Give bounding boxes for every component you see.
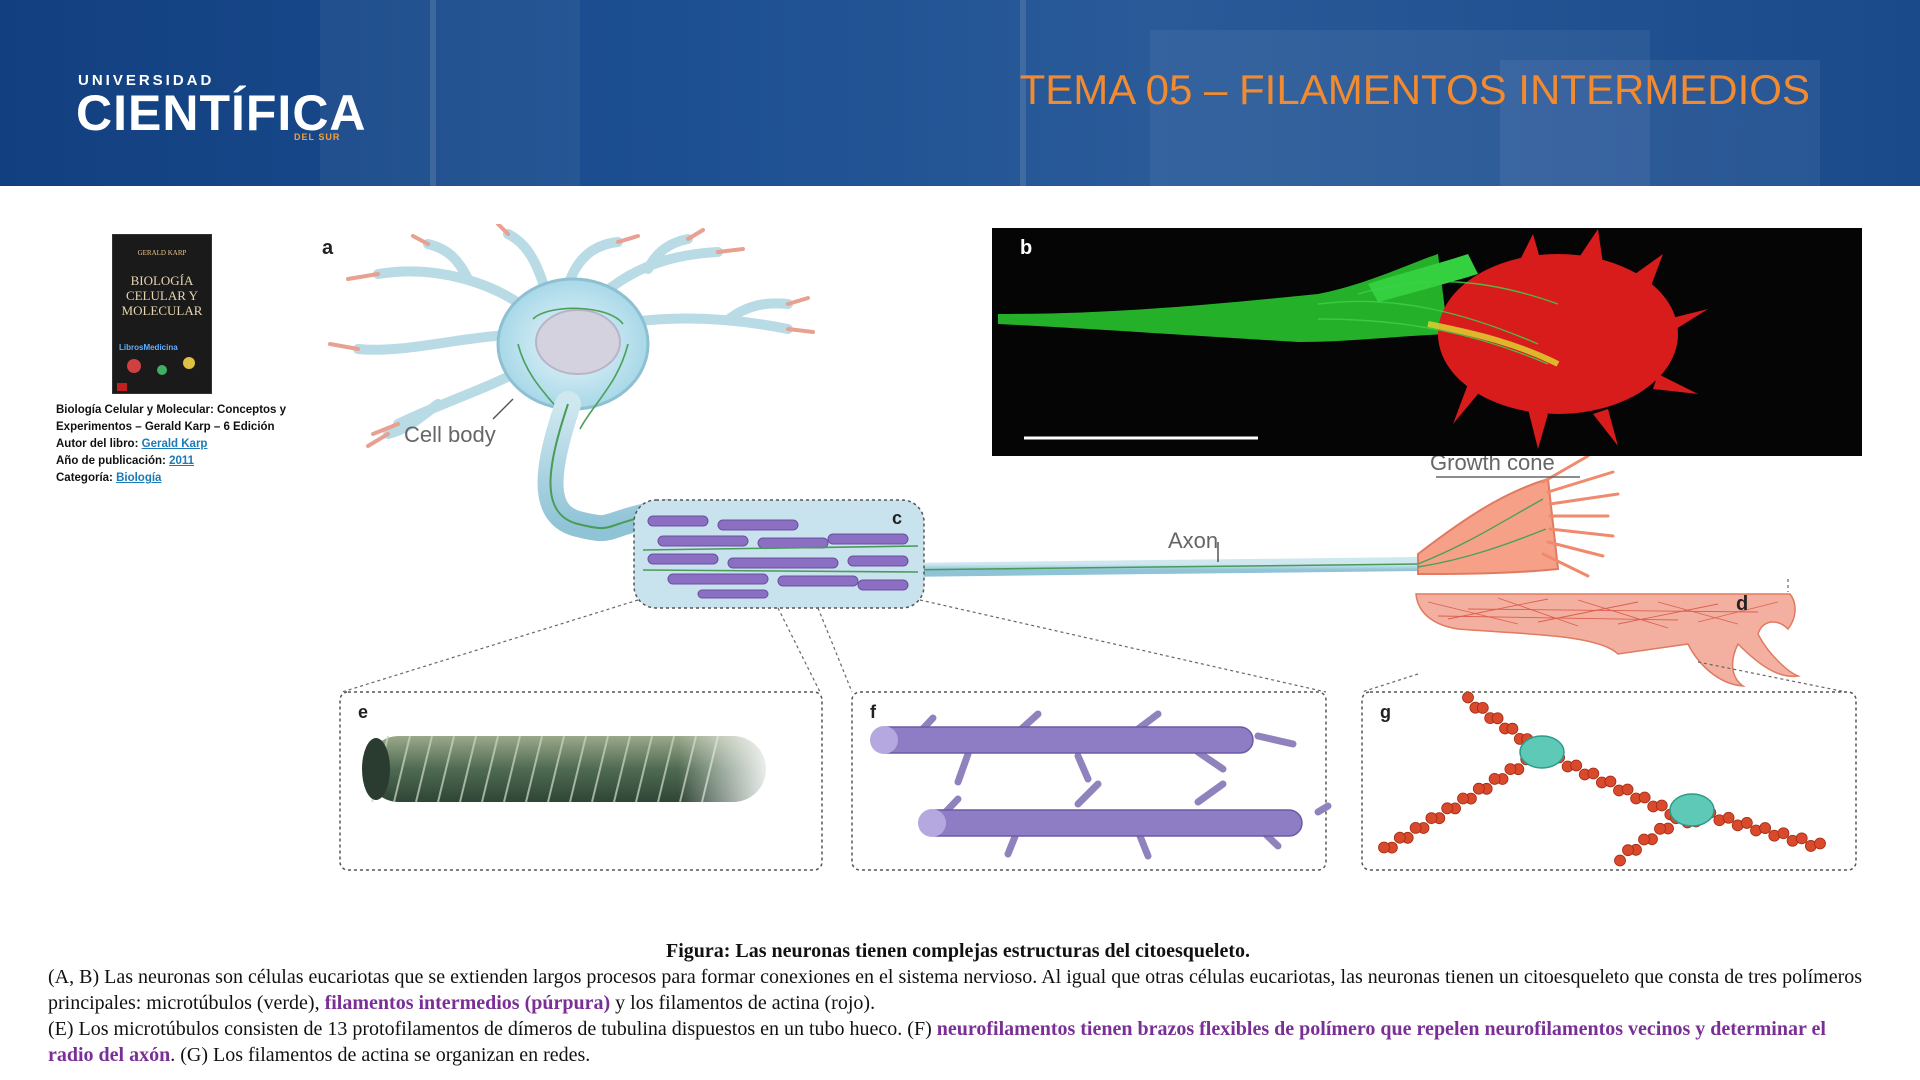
actin-bead: [1777, 827, 1790, 840]
book-cover-title: BIOLOGÍA CELULAR Y MOLECULAR: [121, 273, 203, 318]
panel-f-neurofilaments: f: [851, 691, 1332, 871]
label-axon: Axon: [1168, 528, 1218, 553]
panel-g-actin-filaments: g: [1361, 691, 1857, 871]
book-year-link[interactable]: 2011: [169, 455, 195, 467]
panel-b-fluorescence-image: b: [992, 228, 1862, 456]
panel-c-axon-section: c: [633, 499, 925, 609]
panel-label-f: f: [870, 702, 877, 722]
panel-d-actin-network: d: [1415, 593, 1801, 687]
panel-label-g: g: [1380, 702, 1391, 722]
header-background-building: [320, 0, 580, 186]
actin-bead: [1759, 822, 1772, 834]
caption-highlight: neurofilamentos tienen brazos flexibles …: [48, 1018, 1826, 1066]
header-background-pole: [430, 0, 436, 186]
caption-text: y los filamentos de actina (rojo).: [610, 992, 876, 1014]
actin-bead: [1795, 832, 1808, 845]
actin-bead: [1638, 833, 1650, 846]
actin-bead: [1722, 811, 1735, 824]
publisher-logo-icon: [117, 383, 127, 391]
axon-microtubule-line: [549, 403, 669, 530]
axon-distal-microtubule: [897, 563, 1419, 571]
arp-complex: [1519, 735, 1565, 769]
actin-bead: [1654, 822, 1666, 835]
actin-bead: [1462, 691, 1474, 704]
actin-bead: [1740, 817, 1753, 829]
panel-label-a: a: [322, 237, 334, 259]
cell-nucleus: [535, 309, 621, 375]
book-cover-image: GERALD KARP BIOLOGÍA CELULAR Y MOLECULAR…: [112, 234, 212, 394]
actin-bead: [1604, 775, 1617, 788]
header-background-pole: [1020, 0, 1026, 186]
book-author-line: Autor del libro: Gerald Karp: [56, 436, 296, 453]
logo-main-text: CIENTÍFICA: [76, 85, 367, 141]
book-year-line: Año de publicación: 2011: [56, 453, 296, 470]
panel-label-b: b: [1020, 237, 1032, 259]
book-title-line: Biología Celular y Molecular: Conceptos …: [56, 404, 287, 433]
actin-bead: [1622, 844, 1634, 857]
figure-caption: Figura: Las neuronas tienen complejas es…: [48, 938, 1868, 1068]
caption-text: (A, B) Las neuronas son células eucariot…: [48, 966, 1863, 1014]
actin-bead: [1457, 792, 1469, 805]
dendrite-tips: [328, 224, 815, 448]
book-cover-decoration: [183, 357, 195, 369]
book-year-label: Año de publicación:: [56, 455, 166, 467]
panel-label-d: d: [1736, 593, 1748, 615]
actin-bead: [1378, 841, 1390, 854]
actin-bead: [1441, 802, 1454, 815]
book-cover-brand: LibrosMedicina: [119, 343, 178, 352]
actin-bead: [1614, 854, 1626, 867]
actin-bead: [1393, 831, 1406, 844]
book-cover-author: GERALD KARP: [137, 249, 187, 257]
actin-bead: [1409, 822, 1422, 834]
header-background-building: [1150, 30, 1650, 186]
logo-top-text: UNIVERSIDAD: [78, 72, 215, 89]
book-category-line: Categoría: Biología: [56, 470, 296, 487]
actin-bead: [1587, 767, 1600, 780]
actin-bead: [1425, 812, 1438, 824]
arp-complex: [1669, 793, 1715, 827]
book-category-label: Categoría:: [56, 472, 113, 484]
actin-bead: [1655, 799, 1668, 812]
caption-text: . (G) Los filamentos de actina se organi…: [170, 1044, 591, 1066]
header-background-building: [1500, 60, 1820, 186]
book-cover-decoration: [127, 359, 141, 373]
zoom-connector-lines: [341, 579, 1847, 693]
header-banner: UNIVERSIDAD CIENTÍFICA DEL SUR TEMA 05 –…: [0, 0, 1920, 186]
caption-title: Figura: Las neuronas tienen complejas es…: [665, 940, 1251, 962]
actin-bead: [1814, 837, 1826, 850]
book-author-label: Autor del libro:: [56, 438, 139, 450]
actin-bead: [1488, 773, 1501, 785]
panel-label-c: c: [892, 508, 902, 528]
caption-highlight: filamentos intermedios (púrpura): [324, 992, 611, 1014]
actin-bead: [1638, 791, 1651, 804]
logo-sub-text: DEL SUR: [294, 132, 341, 142]
panel-label-e: e: [358, 702, 368, 722]
label-cell-body: Cell body: [404, 422, 496, 447]
book-category-link[interactable]: Biología: [116, 472, 162, 484]
actin-bead: [1472, 782, 1485, 795]
book-author-link[interactable]: Gerald Karp: [141, 438, 208, 450]
actin-bead: [1506, 722, 1519, 735]
actin-bead: [1570, 759, 1583, 772]
slide-title: TEMA 05 – FILAMENTOS INTERMEDIOS: [1019, 66, 1810, 113]
actin-bead: [1621, 783, 1634, 796]
caption-paragraph-1: (A, B) Las neuronas son células eucariot…: [48, 964, 1868, 1016]
book-cover-decoration: [157, 365, 167, 375]
neuron-cytoskeleton-figure: a Cell body Axon: [322, 224, 1862, 871]
caption-text: (E) Los microtúbulos consisten de 13 pro…: [48, 1018, 937, 1040]
book-info: Biología Celular y Molecular: Conceptos …: [56, 402, 296, 487]
caption-paragraph-2: (E) Los microtúbulos consisten de 13 pro…: [48, 1016, 1868, 1068]
actin-bead: [1491, 712, 1504, 725]
actin-bead: [1504, 763, 1517, 775]
actin-bead: [1476, 701, 1489, 714]
cell-body-pointer: [492, 398, 514, 420]
panel-e-microtubule: e: [339, 691, 823, 871]
